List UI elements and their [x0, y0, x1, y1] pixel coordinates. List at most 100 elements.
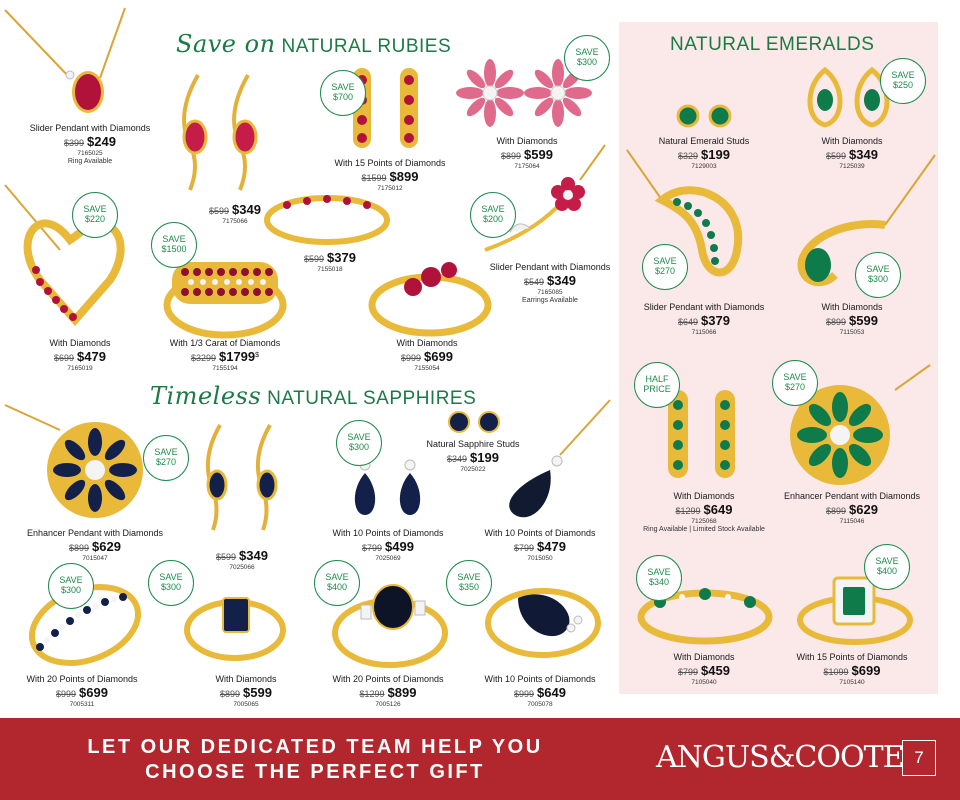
was-price: $899: [69, 542, 90, 553]
product-sapphire-pear-pendant[interactable]: With 10 Points of Diamonds $799$479 7015…: [450, 528, 630, 563]
product-ruby-slider-pendant[interactable]: Slider Pendant with Diamonds $399$249 71…: [0, 123, 180, 166]
product-note: Earrings Available: [522, 297, 578, 305]
emerald-hoops-image[interactable]: [660, 385, 750, 485]
was-price: $1599: [361, 172, 387, 183]
product-code: 7165019: [67, 365, 93, 373]
product-ruby-hoops[interactable]: With 15 Points of Diamonds $1599$899 717…: [300, 158, 480, 193]
now-price: $899: [387, 684, 417, 700]
product-code: 7125039: [839, 163, 865, 171]
footer-headline-line1: LET OUR DEDICATED TEAM HELP YOU: [87, 736, 543, 758]
product-emerald-swirl-pendant[interactable]: With Diamonds $899$599 7115053: [762, 302, 942, 336]
sapphire-pear-pendant-image[interactable]: [495, 395, 615, 525]
ruby-wide-ring-image[interactable]: [160, 250, 290, 340]
now-price: $629: [849, 501, 878, 517]
product-sapphire-oval-ring[interactable]: With 20 Points of Diamonds $1299$899 700…: [298, 674, 478, 709]
now-price: $599: [849, 312, 878, 328]
sapphire-studs-image[interactable]: [445, 408, 505, 438]
product-emerald-hoops[interactable]: With Diamonds $1299$649 7125068 Ring Ava…: [614, 491, 794, 534]
now-price: $629: [92, 538, 121, 554]
sapphire-emerald-cut-ring-image[interactable]: [180, 580, 290, 670]
product-name: With Diamonds: [821, 136, 883, 146]
rubies-script-heading: Save on: [176, 30, 276, 58]
product-name: Enhancer Pendant with Diamonds: [783, 491, 921, 501]
now-price: $699: [851, 662, 881, 678]
ruby-flower-pendant-image[interactable]: [470, 140, 610, 260]
product-ruby-heart-pendant[interactable]: With Diamonds $699$479 7165019: [0, 338, 170, 373]
now-price: $349: [849, 146, 878, 162]
emerald-studs-image[interactable]: [675, 100, 735, 132]
was-price: $999: [514, 688, 535, 699]
product-sapphire-pear-studs[interactable]: With 10 Points of Diamonds $799$499 7025…: [298, 528, 478, 562]
product-code: 7175012: [377, 185, 403, 193]
now-price: $699: [424, 348, 453, 364]
product-emerald-slider-pendant[interactable]: Slider Pendant with Diamonds $649$379 71…: [614, 302, 794, 336]
save-badge: SAVE$300: [336, 420, 382, 466]
product-sapphire-enhancer[interactable]: Enhancer Pendant with Diamonds $899$629 …: [5, 528, 185, 562]
emerald-slider-pendant-image[interactable]: [622, 140, 787, 300]
now-price: $599: [243, 684, 272, 700]
product-sapphire-studs[interactable]: Natural Sapphire Studs $349$199 7025022: [383, 439, 563, 473]
save-badge: SAVE$400: [864, 544, 910, 590]
product-sapphire-pear-ring[interactable]: With 10 Points of Diamonds $999$649 7005…: [450, 674, 630, 708]
sapphire-oval-ring-image[interactable]: [325, 575, 455, 675]
page-number: 7: [902, 740, 936, 776]
emerald-swirl-pendant-image[interactable]: [790, 150, 940, 300]
emerald-halo-ring-image[interactable]: [790, 570, 920, 650]
sapphires-script-heading: Timeless: [150, 382, 262, 410]
ruby-trilogy-ring-image[interactable]: [365, 255, 495, 340]
was-price: $1099: [823, 666, 849, 677]
product-sapphire-emerald-cut-ring[interactable]: With Diamonds $899$599 7005065: [156, 674, 336, 709]
product-name: Natural Emerald Studs: [658, 136, 750, 146]
sapphire-earrings-image[interactable]: [195, 420, 295, 535]
product-ruby-band[interactable]: $599$379 7155018: [240, 250, 420, 273]
product-emerald-studs[interactable]: Natural Emerald Studs $329$199 7129003: [614, 136, 794, 170]
product-code: 7155194: [212, 365, 238, 373]
save-badge: SAVE$270: [772, 360, 818, 406]
was-price: $799: [362, 542, 383, 553]
save-badge: SAVE$1500: [151, 222, 197, 268]
product-ruby-flower-pendant[interactable]: Slider Pendant with Diamonds $549$349 71…: [460, 262, 640, 305]
sapphire-pear-studs-image[interactable]: [345, 455, 435, 525]
product-ruby-wide-ring[interactable]: With 1/3 Carat of Diamonds $3299$1799$ 7…: [135, 338, 315, 373]
ruby-slider-pendant-image[interactable]: [0, 0, 130, 125]
sapphire-pear-ring-image[interactable]: [478, 578, 608, 678]
product-ruby-flower-studs[interactable]: With Diamonds $899$599 7175064: [437, 136, 617, 170]
emerald-band-image[interactable]: [635, 575, 775, 650]
now-price: $599: [524, 146, 553, 162]
save-badge: SAVE$340: [636, 555, 682, 601]
was-price: $899: [501, 150, 522, 161]
product-emerald-pear-earrings[interactable]: With Diamonds $599$349 7125039: [762, 136, 942, 171]
product-emerald-band[interactable]: With Diamonds $799$459 7105040: [614, 652, 794, 686]
sapphire-band-image[interactable]: [25, 575, 145, 670]
product-ruby-trilogy-ring[interactable]: With Diamonds $999$699 7155054: [337, 338, 517, 372]
product-code: 7005065: [233, 701, 259, 709]
was-price: $999: [401, 352, 422, 363]
save-badge: SAVE$300: [148, 560, 194, 606]
product-name: With 20 Points of Diamonds: [26, 674, 138, 684]
product-sapphire-earrings[interactable]: $599$349 7025066: [152, 548, 332, 571]
product-sapphire-band[interactable]: With 20 Points of Diamonds $999$699 7005…: [0, 674, 172, 709]
product-code: 7005126: [375, 701, 401, 709]
ruby-flower-studs-image[interactable]: [455, 55, 595, 135]
product-name: Natural Sapphire Studs: [426, 439, 520, 449]
product-code: 7025066: [229, 564, 255, 572]
now-price: $249: [87, 133, 116, 149]
product-ruby-earrings[interactable]: $599$349 7175066: [145, 202, 325, 225]
ruby-heart-pendant-image[interactable]: [0, 180, 140, 340]
now-price: $479: [537, 538, 566, 554]
save-badge: SAVE$400: [314, 560, 360, 606]
product-emerald-halo-ring[interactable]: With 15 Points of Diamonds $1099$699 710…: [762, 652, 942, 686]
now-price: $649: [703, 501, 733, 517]
product-name: With 20 Points of Diamonds: [332, 674, 444, 684]
product-code: 7165085: [537, 289, 563, 297]
brand-logo[interactable]: ANGUS&COOTE: [656, 740, 904, 775]
product-code: 7015050: [527, 555, 553, 563]
ruby-earrings-image[interactable]: [170, 65, 280, 195]
sapphire-enhancer-image[interactable]: [0, 400, 143, 530]
ruby-band-image[interactable]: [262, 180, 392, 250]
product-code: 7005311: [69, 701, 95, 709]
product-emerald-enhancer[interactable]: Enhancer Pendant with Diamonds $899$629 …: [762, 491, 942, 525]
now-price: $649: [537, 684, 566, 700]
emerald-enhancer-image[interactable]: [775, 360, 935, 490]
